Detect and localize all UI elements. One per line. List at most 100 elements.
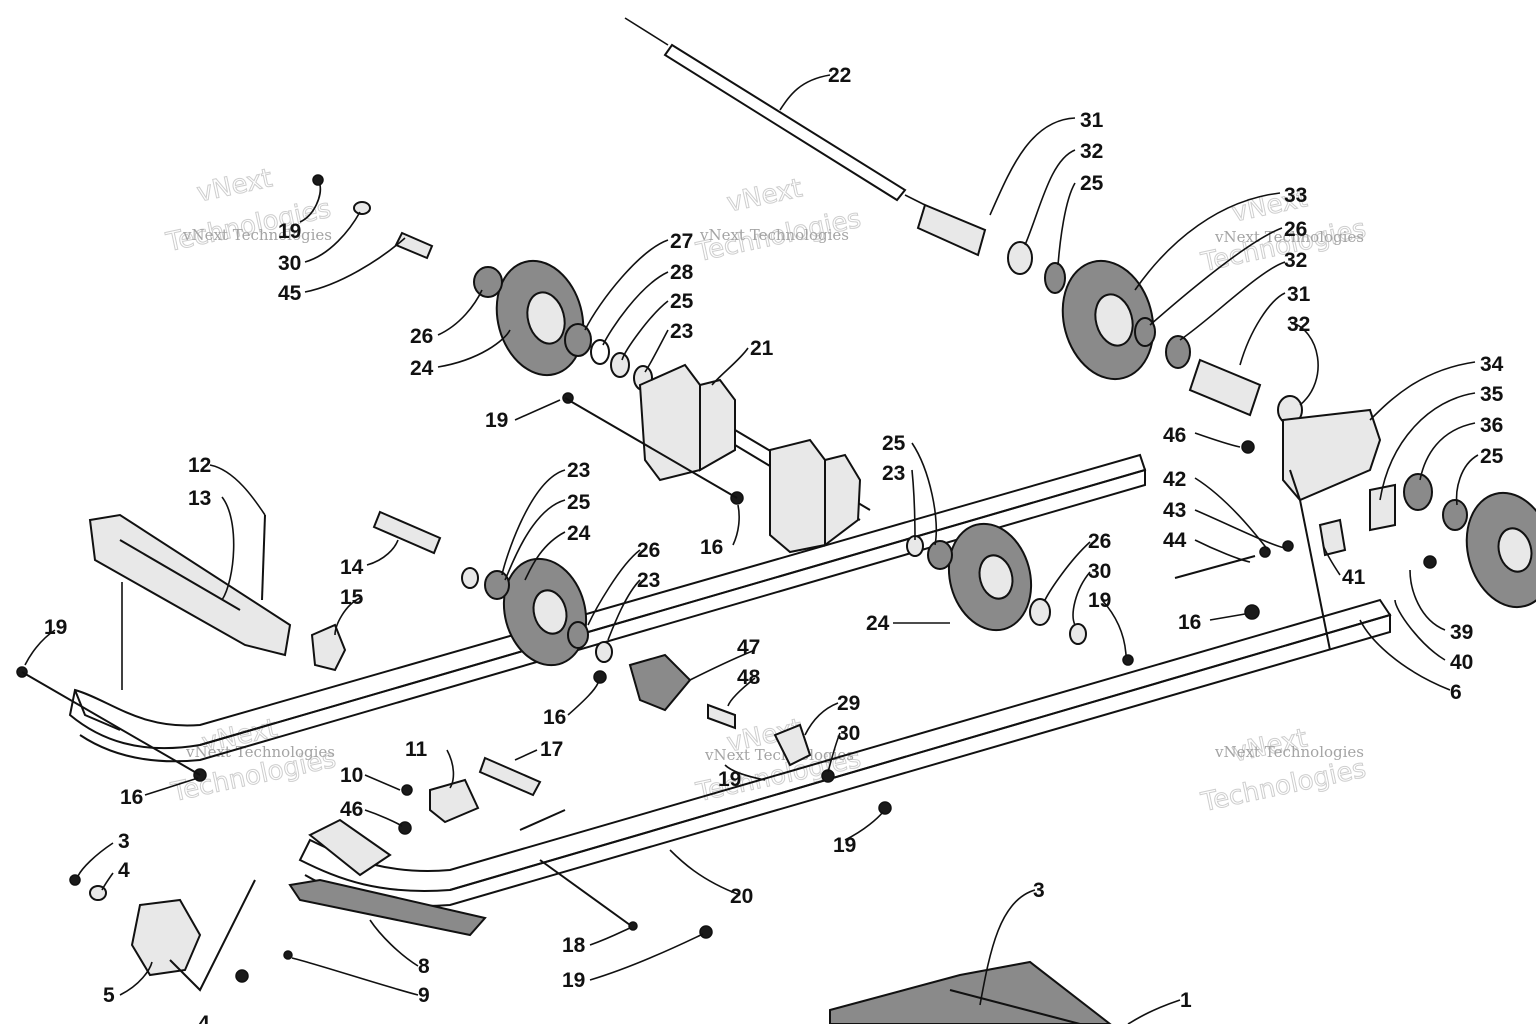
callout-label: 26 [1088,530,1111,553]
watermark-text: vNext Technologies [704,746,854,764]
callout-label: 26 [637,539,660,562]
callout-label: 48 [737,666,761,689]
callout-label: 21 [750,337,774,360]
callout-label: 32 [1287,313,1310,336]
callout-label: 35 [1480,383,1504,406]
callout-labels: 22 31 32 25 33 26 32 31 32 34 35 36 25 1… [44,64,1504,1024]
callout-label: 4 [118,859,130,882]
axle-bracket-assembly [638,363,871,554]
watermark-text: vNext Technologies [699,226,849,244]
idler-wheel [495,259,585,377]
shock-absorber-partial [829,960,1112,1024]
callout-label: 23 [882,462,905,485]
callout-label: 18 [562,934,586,957]
callout-label: 14 [340,556,364,579]
idler-wheel [947,522,1033,632]
callout-label: 19 [44,616,67,639]
callout-label: 9 [418,984,430,1007]
callout-label: 16 [1178,611,1201,634]
callout-label: 8 [418,955,430,978]
callout-label: 30 [837,722,860,745]
callout-label: 24 [567,522,591,545]
callout-label: 33 [1284,184,1307,207]
callout-label: 28 [670,261,694,284]
callout-label: 47 [737,636,760,659]
callout-label: 6 [1450,681,1462,704]
watermark-text: vNext Technologies [185,743,335,761]
callout-label: 27 [670,230,693,253]
callout-label: 16 [700,536,723,559]
callout-label: 12 [188,454,211,477]
idler-wheel [502,557,588,667]
callout-label: 19 [833,834,856,857]
callout-label: 23 [670,320,693,343]
callout-label: 32 [1284,249,1307,272]
watermark-text: vNext Technologies [1214,228,1364,246]
left-slide-rail [68,453,1147,763]
callout-label: 4 [198,1012,210,1024]
callout-label: 23 [637,569,660,592]
front-arm [88,513,347,690]
scraper-bracket [1282,408,1396,651]
callout-label: 25 [1480,445,1504,468]
watermark: vNext Technologies [692,173,864,269]
callout-label: 19 [562,969,585,992]
callout-label: 5 [103,984,115,1007]
watermark: vNext Technologies [1197,183,1369,279]
rail-front-tip [74,689,392,877]
callout-label: 32 [1080,140,1103,163]
watermark: vNext Technologies [1197,723,1369,819]
callout-label: 20 [730,885,753,908]
callout-label: 42 [1163,468,1186,491]
callout-label: 25 [1080,172,1104,195]
callout-label: 44 [1163,529,1187,552]
spacer-bushing [372,203,1468,663]
callout-label: 25 [670,290,694,313]
callout-label: 11 [405,738,428,761]
svg-text:Technologies: Technologies [1198,754,1369,818]
callout-label: 19 [1088,589,1111,612]
callout-label: 46 [340,798,363,821]
callout-label: 31 [1287,283,1311,306]
callout-label: 30 [1088,560,1111,583]
callout-label: 24 [866,612,890,635]
callout-label: 15 [340,586,364,609]
svg-text:vNext: vNext [724,173,805,218]
callout-label: 22 [828,64,851,87]
callout-label: 3 [1033,879,1045,902]
callout-label: 10 [340,764,363,787]
callout-label: 19 [718,768,741,791]
callout-label: 36 [1480,414,1503,437]
callout-label: 40 [1450,651,1473,674]
callout-label: 16 [543,706,566,729]
stop-block [130,653,812,992]
callout-label: 26 [1284,218,1307,241]
rear-axle-shaft [624,17,926,206]
callout-label: 34 [1480,353,1504,376]
leader-lines [24,74,1479,1024]
callout-label: 43 [1163,499,1186,522]
callout-label: 46 [1163,424,1186,447]
callout-label: 1 [1180,989,1192,1012]
callout-label: 17 [540,738,563,761]
watermark-text: vNext Technologies [182,226,332,244]
idler-wheel [1061,259,1155,381]
callout-label: 39 [1450,621,1473,644]
callout-label: 25 [882,432,906,455]
callout-label: 30 [278,252,301,275]
callout-label: 41 [1342,566,1366,589]
callout-label: 31 [1080,109,1104,132]
idler-wheel [1465,491,1536,609]
callout-label: 3 [118,830,130,853]
callout-label: 19 [278,220,301,243]
watermark-text: vNext Technologies [1214,743,1364,761]
callout-label: 16 [120,786,143,809]
fasteners [16,174,1437,983]
svg-text:vNext: vNext [194,163,275,208]
callout-label: 29 [837,692,860,715]
callout-label: 19 [485,409,508,432]
callout-label: 24 [410,357,434,380]
callout-label: 25 [567,491,591,514]
